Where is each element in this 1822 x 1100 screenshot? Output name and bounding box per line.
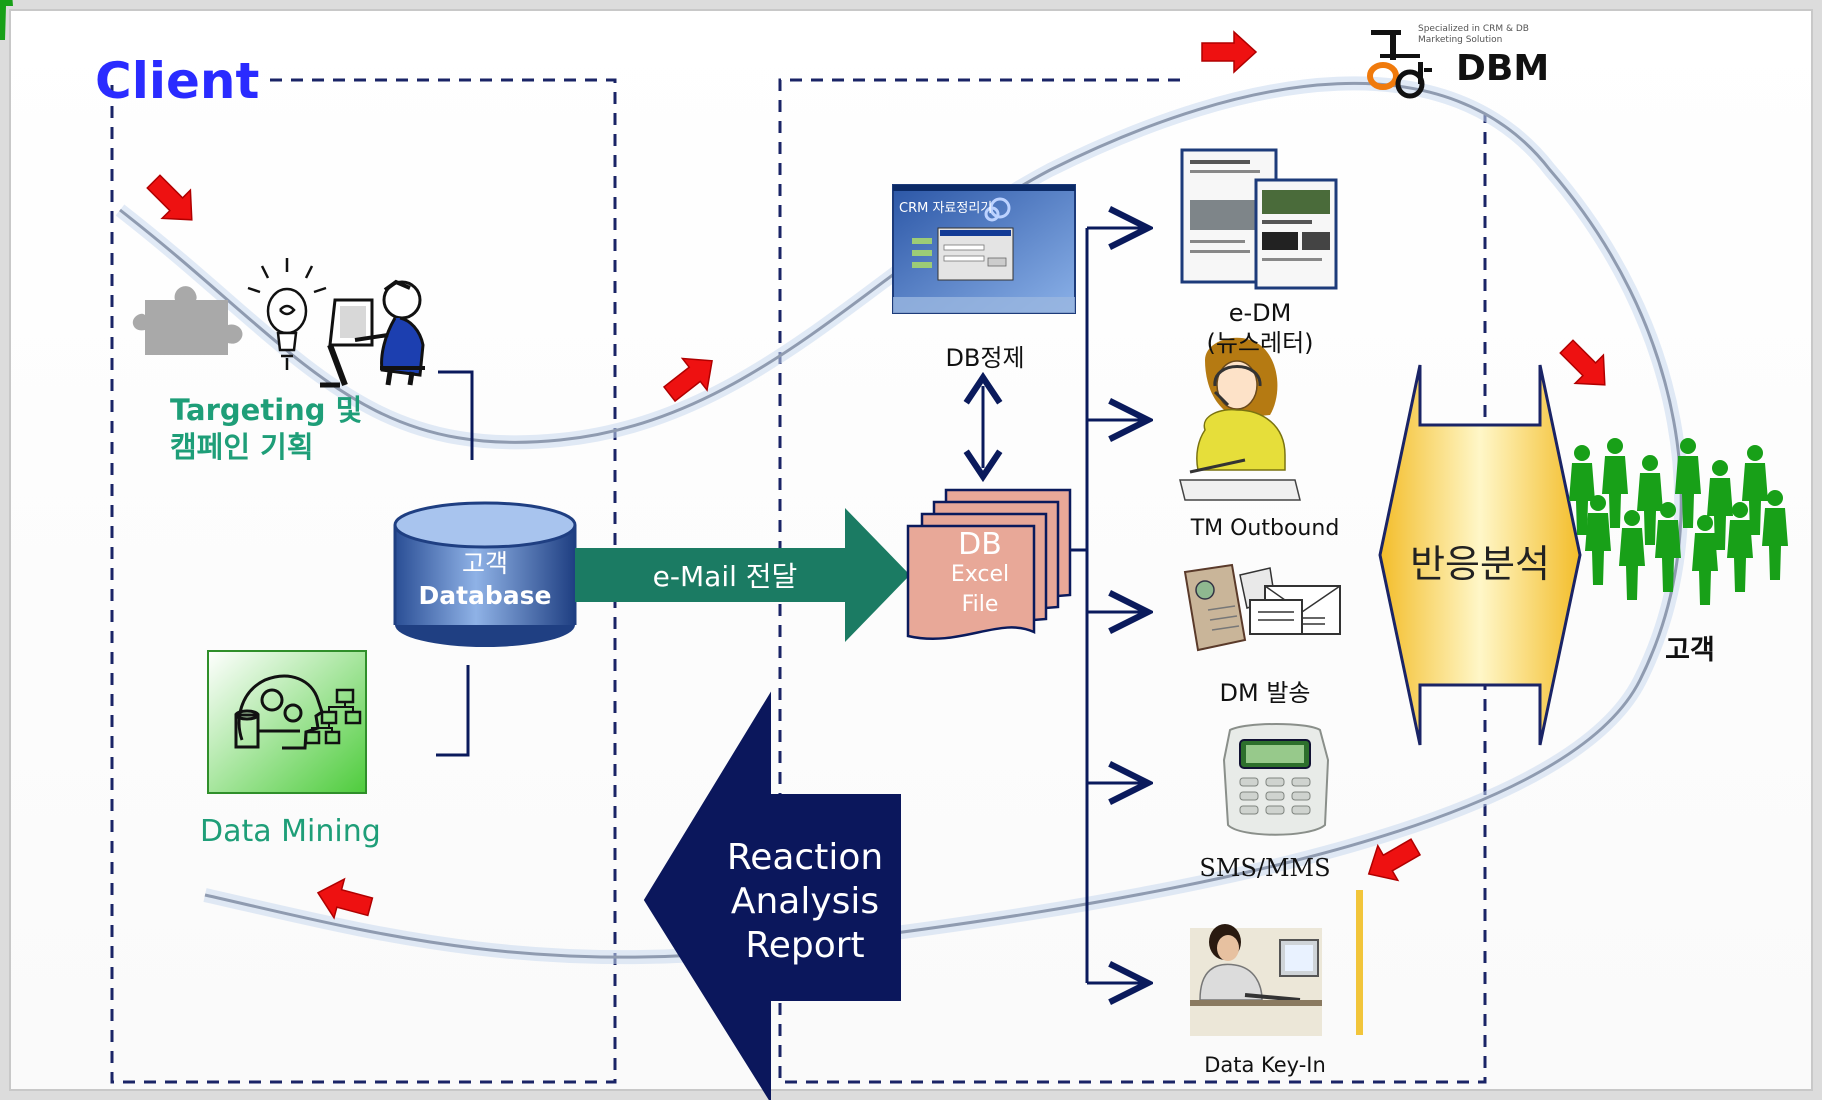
red-arrow-to-vendor-icon [662, 357, 713, 403]
response-analysis-arrow [1378, 364, 1582, 746]
client-title: Client [95, 52, 260, 110]
tm-operator-icon [1179, 337, 1301, 501]
customer-database-cylinder-icon [393, 501, 577, 647]
red-arrow-to-customer-icon [1559, 339, 1606, 386]
file-label-line2: Excel [950, 562, 1010, 587]
dm-mail-icon [1183, 563, 1341, 652]
channel-connector [1070, 228, 1089, 983]
data-key-in-icon [1190, 924, 1322, 1036]
customer-database-label: 고객 Database [395, 548, 575, 612]
red-arrow-start-icon [146, 174, 193, 221]
newsletter-icon [1180, 148, 1338, 290]
red-arrow-top-icon [1201, 30, 1258, 74]
client-connector-bottom [436, 665, 470, 757]
client-connector-top [438, 370, 474, 460]
db-cleanse-label: DB정제 [945, 344, 1025, 372]
data-mining-icon [207, 650, 367, 794]
customer-crowd-icon [0, 0, 1788, 605]
red-direction-arrows [146, 30, 1606, 920]
client-boundary-box [110, 78, 617, 1084]
dbm-logo [1367, 30, 1432, 99]
response-analysis-label: 반응분석 [1410, 542, 1550, 586]
screen-title: CRM 자료정리기 [899, 201, 993, 216]
customer-label: 고객 [1665, 635, 1715, 666]
logo-tagline: Specialized in CRM & DB Marketing Soluti… [1418, 24, 1529, 45]
reaction-report-arrow [643, 691, 901, 1100]
data-mining-label: Data Mining [200, 814, 381, 849]
lightbulb-idea-icon [247, 258, 327, 370]
channel-sms-label: SMS/MMS [1199, 854, 1331, 882]
channel-tm-label: TM Outbound [1190, 516, 1340, 541]
file-label-line3: File [961, 592, 999, 617]
channel-keyin-label: Data Key-In [1204, 1053, 1326, 1077]
gold-accent-bar [1356, 890, 1363, 1035]
email-transfer-arrow [575, 508, 910, 642]
red-arrow-end-icon [316, 877, 374, 920]
logo-text: DBM [1456, 48, 1550, 89]
channel-edm-label: e-DM (뉴스레터) [1206, 299, 1314, 357]
channel-dm-label: DM 발송 [1219, 679, 1311, 707]
email-transfer-label: e-Mail 전달 [652, 560, 798, 593]
red-arrow-return-icon [1367, 838, 1422, 882]
database-label-line2: Database [418, 581, 552, 610]
reaction-report-label: Reaction Analysis Report [726, 837, 884, 966]
planner-at-computer-icon [320, 279, 425, 388]
db-cleanse-screenshot [892, 184, 1076, 314]
excel-file-label: DB Excel File [905, 530, 1055, 620]
sms-phone-icon [1222, 723, 1330, 836]
database-label-line1: 고객 [461, 549, 508, 578]
puzzle-piece-icon [132, 286, 243, 355]
excel-file-stack-icon [906, 488, 1072, 641]
file-label-line1: DB [958, 527, 1002, 562]
targeting-label: Targeting 및 캠페인 기획 [170, 393, 363, 464]
